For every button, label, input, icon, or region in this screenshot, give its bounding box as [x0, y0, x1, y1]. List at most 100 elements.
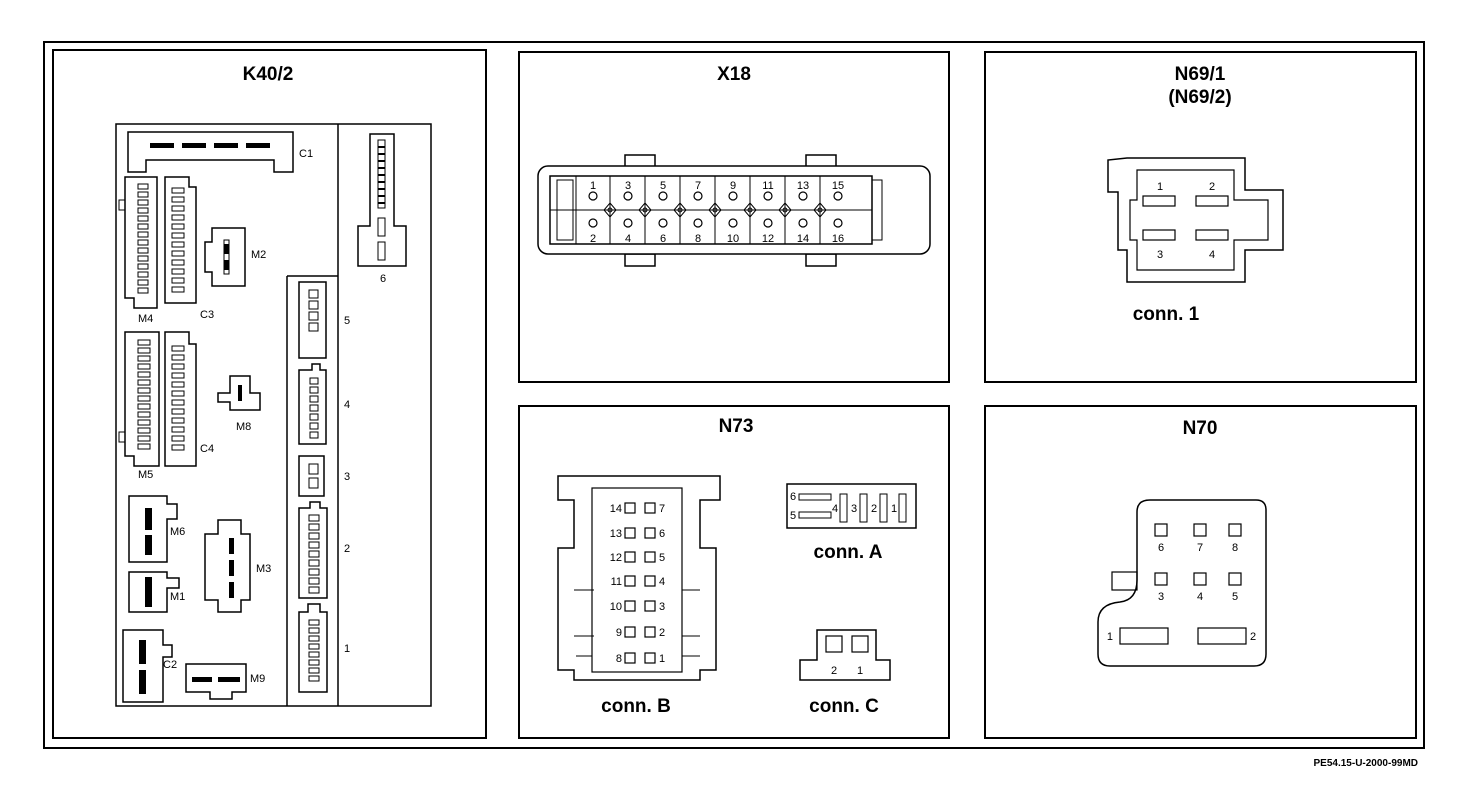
n73b-pin-box: [644, 575, 656, 587]
label-c3: C3: [200, 309, 214, 321]
label-3: 3: [344, 471, 350, 483]
label-m5: M5: [138, 469, 153, 481]
n70-housing: [1097, 499, 1267, 667]
connector-c1: C1: [127, 131, 313, 173]
x18-pin-2: 2: [590, 233, 596, 245]
connector-c2: C2: [122, 629, 177, 703]
label-c1: C1: [299, 148, 313, 160]
label-6: 6: [380, 273, 386, 285]
x18-hole: [728, 191, 738, 201]
slot-2: 2: [298, 501, 350, 599]
n73b-pin-box: [644, 551, 656, 563]
slot-3: 3: [298, 455, 350, 497]
connector-m9: M9: [185, 663, 265, 700]
n73b-pin-box: [624, 575, 636, 587]
n73a-pin-5: 5: [790, 510, 796, 522]
panel-n73: N73 14 13 12 11 10 9 8 7 6 5 4 3 2 1 con…: [518, 405, 950, 739]
label-2: 2: [344, 543, 350, 555]
x18-pin-14: 14: [797, 233, 809, 245]
n73b-pin-box: [624, 600, 636, 612]
n69-housing: [1107, 157, 1284, 283]
x18-coding-key: [638, 202, 652, 218]
x18-coding-dot: [712, 207, 718, 213]
n70-pin-5: 5: [1232, 591, 1238, 603]
panel-n70: N70 6 7 8 3 4 5 1 2: [984, 405, 1417, 739]
n69-pin-4: 4: [1209, 249, 1215, 261]
n73b-pin-9: 9: [616, 627, 622, 639]
slot-6: 6: [357, 133, 407, 285]
n73-conn-b: 14 13 12 11 10 9 8 7 6 5 4 3 2 1 conn. B: [557, 475, 721, 717]
x18-pin-11: 11: [762, 180, 773, 192]
x18-pin-5: 5: [660, 180, 666, 192]
connector-c3: C3: [164, 176, 214, 321]
x18-hole: [658, 191, 668, 201]
n73a-pin-1: 1: [891, 503, 897, 515]
x18-coding-dot: [782, 207, 788, 213]
x18-coding-key: [778, 202, 792, 218]
label-m1: M1: [170, 591, 185, 603]
x18-pin-15: 15: [832, 180, 844, 192]
n73b-pin-box: [644, 502, 656, 514]
n73-conn-b-caption: conn. B: [601, 696, 671, 717]
label-m8: M8: [236, 421, 251, 433]
n73c-pin-1: 1: [857, 665, 863, 677]
x18-pin-1: 1: [590, 180, 596, 192]
x18-hole: [798, 218, 808, 228]
n69-caption: conn. 1: [1133, 304, 1200, 325]
label-m2: M2: [251, 249, 266, 261]
x18-hole: [833, 191, 843, 201]
n73b-pin-3: 3: [659, 601, 665, 613]
x18-hole: [693, 191, 703, 201]
n73b-pin-11: 11: [611, 576, 622, 588]
n70-pin-1: 1: [1107, 631, 1113, 643]
x18-coding-key: [813, 202, 827, 218]
x18-hole: [623, 191, 633, 201]
n69-title: N69/1: [1175, 64, 1226, 85]
n73b-pin-box: [624, 626, 636, 638]
x18-pin-16: 16: [832, 233, 844, 245]
connector-m6: M6: [128, 495, 185, 563]
slot-1: 1: [298, 603, 350, 693]
x18-hole: [623, 218, 633, 228]
n73b-pin-box: [644, 626, 656, 638]
n73b-pin-12: 12: [610, 552, 622, 564]
n69-pin-3: 3: [1157, 249, 1163, 261]
n73a-pin-3: 3: [851, 503, 857, 515]
x18-pin-9: 9: [730, 180, 736, 192]
n73a-pin-6: 6: [790, 491, 796, 503]
x18-hole: [588, 191, 598, 201]
x18-hole: [798, 191, 808, 201]
k40-title: K40/2: [243, 64, 294, 85]
label-c4: C4: [200, 443, 214, 455]
panel-x18: X18 1 3 5 7 9 11 13 15 2 4 6 8 10 12 1: [518, 51, 950, 383]
n70-title: N70: [1183, 418, 1218, 439]
connector-m1: M1: [128, 571, 185, 613]
label-m9: M9: [250, 673, 265, 685]
x18-coding-dot: [817, 207, 823, 213]
slot-4: 4: [298, 363, 350, 445]
x18-hole: [763, 191, 773, 201]
n73b-pin-14: 14: [610, 503, 622, 515]
panel-n69: N69/1 (N69/2) 1 2 3 4 conn. 1: [984, 51, 1417, 383]
n73a-pin-4: 4: [832, 503, 838, 515]
label-5: 5: [344, 315, 350, 327]
n73b-pin-13: 13: [610, 528, 622, 540]
x18-pins-bottom: 2 4 6 8 10 12 14 16: [590, 233, 844, 245]
x18-coding-dot: [677, 207, 683, 213]
label-m3: M3: [256, 563, 271, 575]
n73b-pin-box: [624, 527, 636, 539]
x18-pin-10: 10: [727, 233, 739, 245]
n73b-pin-5: 5: [659, 552, 665, 564]
x18-pin-holes: [588, 191, 843, 228]
n73b-pin-4: 4: [659, 576, 665, 588]
n73b-pin-box: [624, 551, 636, 563]
x18-hole: [728, 218, 738, 228]
x18-pin-8: 8: [695, 233, 701, 245]
n70-pin-4: 4: [1197, 591, 1203, 603]
x18-pin-3: 3: [625, 180, 631, 192]
x18-pin-4: 4: [625, 233, 631, 245]
n70-pin-6: 6: [1158, 542, 1164, 554]
n73b-pin-box: [644, 600, 656, 612]
n73-conn-c: 2 1 conn. C: [799, 629, 891, 717]
n69-subtitle: (N69/2): [1168, 87, 1231, 108]
